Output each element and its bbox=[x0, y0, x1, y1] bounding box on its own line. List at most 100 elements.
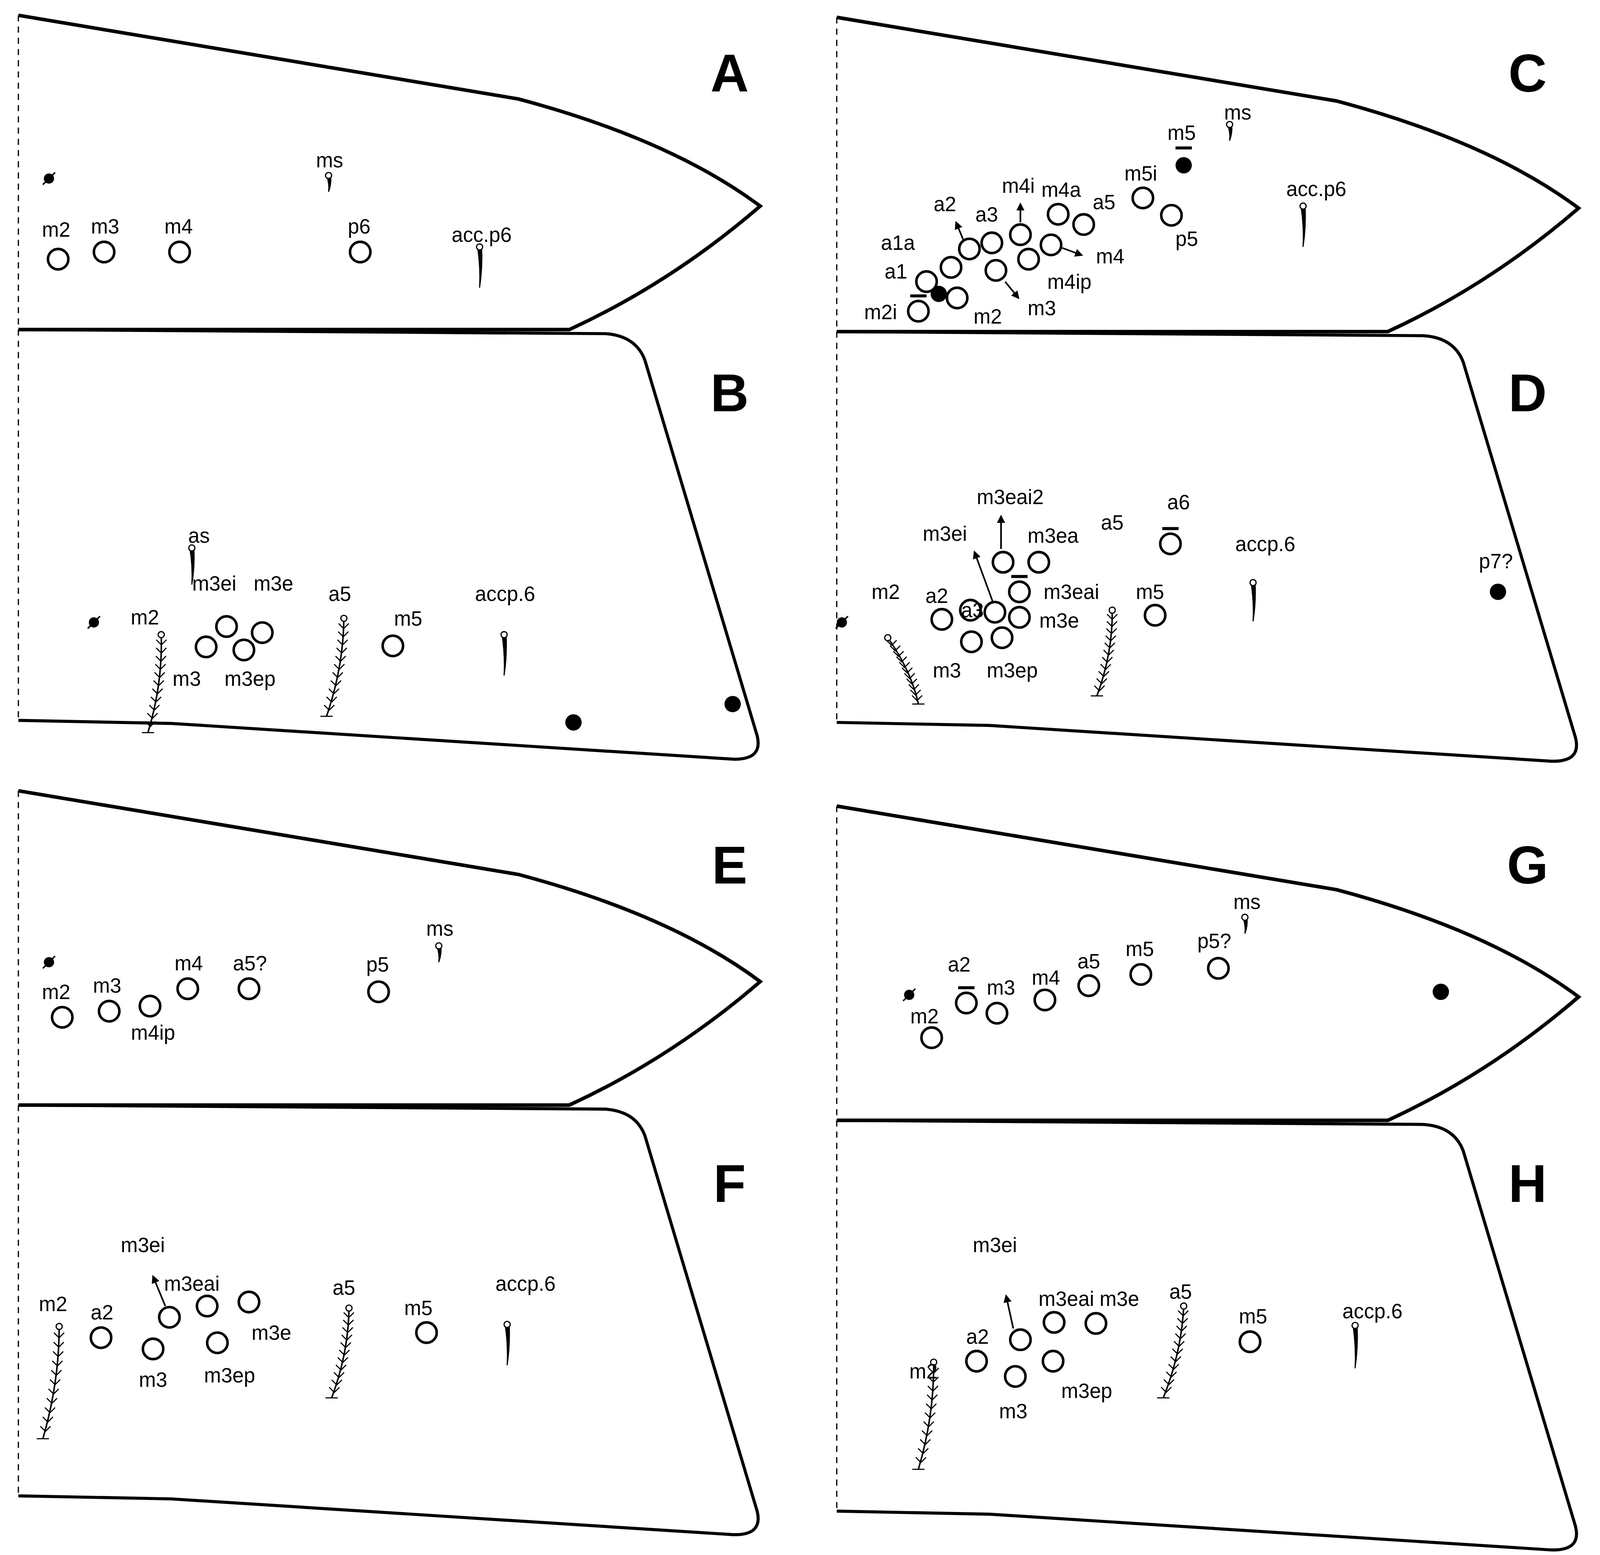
panel-letter: E bbox=[711, 838, 748, 892]
seta-label: m4 bbox=[164, 216, 193, 237]
macroseta bbox=[141, 631, 167, 733]
seta-label: a6 bbox=[1167, 491, 1190, 513]
seta-socket bbox=[233, 639, 254, 660]
seta-socket bbox=[986, 1003, 1008, 1024]
seta-socket bbox=[1005, 1366, 1026, 1387]
seta-label: m4i bbox=[1001, 175, 1035, 196]
panel-letter: H bbox=[1508, 1156, 1547, 1210]
seta-socket bbox=[139, 995, 161, 1017]
panel-letter: D bbox=[1508, 366, 1547, 420]
seta-label: p5 bbox=[366, 954, 389, 975]
seta-socket bbox=[349, 241, 371, 263]
seta-label: m3ei bbox=[922, 523, 968, 544]
bar-mark bbox=[1175, 146, 1192, 150]
panel-letter: A bbox=[710, 47, 749, 101]
seta bbox=[1250, 582, 1256, 622]
pointer-arrow bbox=[974, 551, 993, 602]
seta-label: m3 bbox=[90, 216, 120, 237]
seta-socket bbox=[169, 241, 190, 263]
seta-socket bbox=[992, 551, 1014, 573]
seta bbox=[500, 631, 507, 638]
seta-socket bbox=[368, 981, 389, 1002]
seta-label: m3 bbox=[172, 668, 201, 689]
seta-socket bbox=[142, 1338, 163, 1359]
microseta bbox=[87, 616, 101, 629]
seta-label: as bbox=[188, 525, 210, 546]
seta-socket bbox=[1028, 551, 1049, 573]
seta-socket bbox=[1018, 249, 1039, 270]
seta bbox=[435, 942, 442, 949]
seta-label: m4 bbox=[174, 952, 203, 974]
seta-label: m2 bbox=[39, 1293, 68, 1315]
seta-label: a2 bbox=[90, 1301, 114, 1323]
seta-label: a2 bbox=[925, 585, 949, 607]
seta-label: acc.p6 bbox=[1286, 178, 1347, 199]
pointer-arrow bbox=[956, 222, 964, 240]
seta-label: m3e bbox=[253, 573, 294, 594]
seta-label: a3 bbox=[975, 204, 999, 225]
macroseta bbox=[36, 1323, 65, 1439]
pseudopore bbox=[1175, 157, 1192, 174]
seta-label: a1a bbox=[881, 232, 915, 254]
microseta bbox=[903, 988, 916, 1002]
seta-socket bbox=[251, 622, 273, 643]
seta-label: a5 bbox=[328, 583, 352, 605]
seta-socket bbox=[382, 635, 403, 656]
seta-socket bbox=[216, 616, 237, 637]
seta-socket bbox=[946, 287, 968, 309]
seta-label: a5 bbox=[332, 1277, 356, 1298]
seta bbox=[325, 172, 332, 179]
pseudopore bbox=[1432, 983, 1449, 1000]
seta-label: a1 bbox=[884, 261, 908, 282]
seta-label: m4ip bbox=[131, 1022, 176, 1043]
pointer-arrow bbox=[153, 1276, 166, 1306]
seta-label: m4ip bbox=[1047, 271, 1092, 292]
microseta bbox=[43, 172, 56, 185]
macroseta bbox=[325, 1305, 354, 1398]
seta-label: m3 bbox=[986, 977, 1015, 998]
head-outline bbox=[18, 15, 761, 330]
seta-label: ms bbox=[1224, 102, 1252, 123]
seta bbox=[504, 1321, 511, 1328]
seta bbox=[1299, 203, 1306, 210]
seta-label: m4a bbox=[1041, 179, 1082, 201]
seta-socket bbox=[984, 602, 1006, 623]
seta-label: ms bbox=[1233, 891, 1261, 913]
seta bbox=[504, 1324, 510, 1365]
seta-label: m5 bbox=[1238, 1305, 1268, 1327]
microseta bbox=[835, 616, 849, 629]
seta-socket bbox=[98, 1001, 120, 1022]
seta-label: m3 bbox=[932, 660, 962, 681]
seta-label: m3e bbox=[1099, 1288, 1140, 1310]
seta-socket bbox=[1009, 606, 1030, 628]
seta-socket bbox=[1132, 187, 1153, 209]
midline bbox=[17, 15, 20, 721]
seta-socket bbox=[177, 978, 199, 999]
seta-label: m3ep bbox=[204, 1365, 256, 1386]
seta-socket bbox=[416, 1322, 437, 1343]
bar-mark bbox=[1162, 526, 1179, 531]
seta-socket bbox=[940, 257, 962, 278]
seta-socket bbox=[1239, 1331, 1261, 1352]
seta-socket bbox=[238, 978, 260, 999]
seta-label: m3ea bbox=[1027, 525, 1079, 546]
seta-socket bbox=[1010, 224, 1031, 245]
seta-socket bbox=[47, 249, 69, 270]
seta-label: ms bbox=[316, 149, 344, 171]
seta-socket bbox=[1048, 204, 1069, 225]
seta-socket bbox=[1144, 604, 1166, 626]
bar-mark bbox=[910, 294, 927, 298]
seta-socket bbox=[52, 1007, 73, 1028]
macroseta bbox=[1090, 606, 1118, 696]
seta-socket bbox=[991, 627, 1013, 648]
head-outline bbox=[836, 806, 1579, 1121]
panel-letter: F bbox=[713, 1156, 746, 1210]
seta bbox=[1250, 579, 1257, 586]
seta-socket bbox=[1034, 989, 1055, 1011]
thorax-outline bbox=[18, 1105, 758, 1535]
seta-socket bbox=[1078, 975, 1100, 996]
seta bbox=[1352, 1325, 1358, 1369]
seta-label: m3e bbox=[1039, 610, 1080, 631]
seta-socket bbox=[1085, 1313, 1106, 1334]
pointer-arrow bbox=[1062, 247, 1082, 256]
